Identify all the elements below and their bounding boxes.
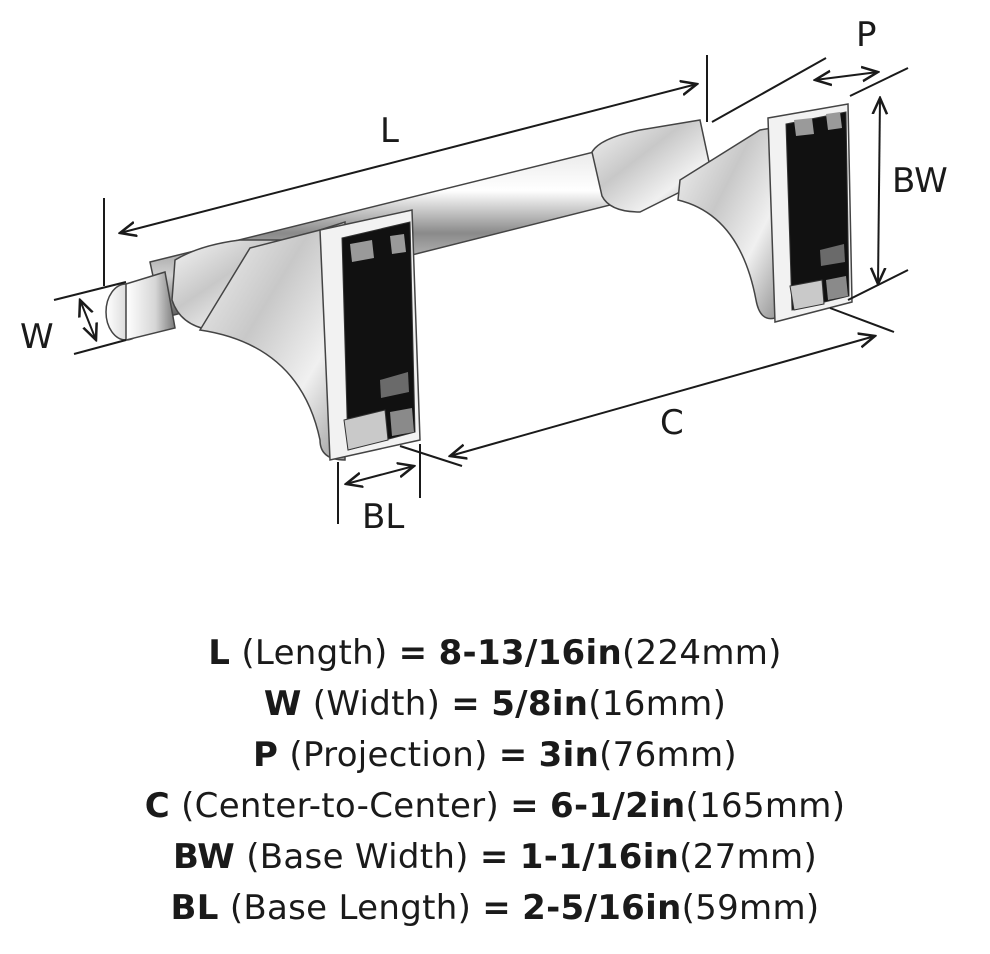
spec-name: (Length) [241, 633, 388, 673]
center-dimension-line [450, 336, 875, 456]
spec-line: BW (Base Width) = 1-1/16in(27mm) [0, 832, 990, 883]
base-width-extension-bottom [847, 269, 909, 301]
spec-line: P (Projection) = 3in(76mm) [0, 730, 990, 781]
projection-extension-left [711, 57, 827, 123]
dimension-lines [53, 55, 909, 524]
spec-imperial-value: 8-13/16in [438, 633, 622, 673]
left-end-cap [105, 271, 176, 341]
left-bracket [198, 220, 346, 461]
spec-line: W (Width) = 5/8in(16mm) [0, 679, 990, 730]
spec-metric-value: (16mm) [588, 684, 727, 724]
label-length: L [380, 111, 399, 151]
spec-metric-value: (165mm) [685, 786, 846, 826]
spec-code: BL [170, 888, 219, 928]
spec-code: C [144, 786, 170, 826]
projection-dimension-line [815, 72, 878, 80]
width-extension-bottom [73, 339, 127, 355]
length-dimension-line [120, 84, 697, 233]
label-projection: P [856, 15, 877, 55]
spec-line: C (Center-to-Center) = 6-1/2in(165mm) [0, 781, 990, 832]
label-width: W [20, 317, 54, 357]
spec-name: (Base Width) [246, 837, 469, 877]
spec-code: L [208, 633, 231, 673]
spec-imperial-value: 1-1/16in [519, 837, 680, 877]
spec-imperial-value: 5/8in [491, 684, 589, 724]
width-extension-top [53, 281, 127, 301]
spec-equals: = [451, 684, 481, 724]
spec-metric-value: (59mm) [681, 888, 820, 928]
right-base [767, 103, 853, 323]
label-base-length: BL [362, 497, 404, 537]
specifications-list: L (Length) = 8-13/16in(224mm)W (Width) =… [0, 628, 990, 934]
base-width-dimension-line [878, 98, 880, 284]
spec-equals: = [482, 888, 512, 928]
spec-metric-value: (27mm) [679, 837, 818, 877]
spec-equals: = [510, 786, 539, 826]
base-length-dimension-line [346, 466, 414, 484]
spec-line: BL (Base Length) = 2-5/16in(59mm) [0, 883, 990, 934]
spec-name: (Width) [312, 684, 441, 724]
spec-code: W [263, 684, 302, 724]
width-dimension-line [80, 300, 96, 340]
dimension-diagram: L W P BW C BL [20, 15, 948, 537]
spec-imperial-value: 2-5/16in [522, 888, 682, 928]
spec-name: (Base Length) [229, 888, 472, 928]
label-center: C [660, 403, 684, 443]
center-extension-right [829, 307, 895, 333]
spec-line: L (Length) = 8-13/16in(224mm) [0, 628, 990, 679]
spec-imperial-value: 6-1/2in [550, 786, 686, 826]
spec-code: BW [172, 837, 236, 877]
spec-metric-value: (224mm) [621, 633, 782, 673]
spec-name: (Projection) [289, 735, 488, 775]
spec-equals: = [479, 837, 509, 877]
spec-imperial-value: 3in [538, 735, 600, 775]
spec-equals: = [498, 735, 528, 775]
spec-equals: = [398, 633, 428, 673]
right-bracket [677, 127, 776, 320]
spec-metric-value: (76mm) [599, 735, 737, 775]
center-extension-left [399, 445, 463, 467]
label-base-width: BW [892, 161, 948, 201]
towel-bar-illustration [105, 103, 853, 461]
spec-code: P [253, 735, 279, 775]
projection-extension-right [849, 67, 909, 97]
spec-name: (Center-to-Center) [181, 786, 500, 826]
left-base [319, 209, 421, 461]
